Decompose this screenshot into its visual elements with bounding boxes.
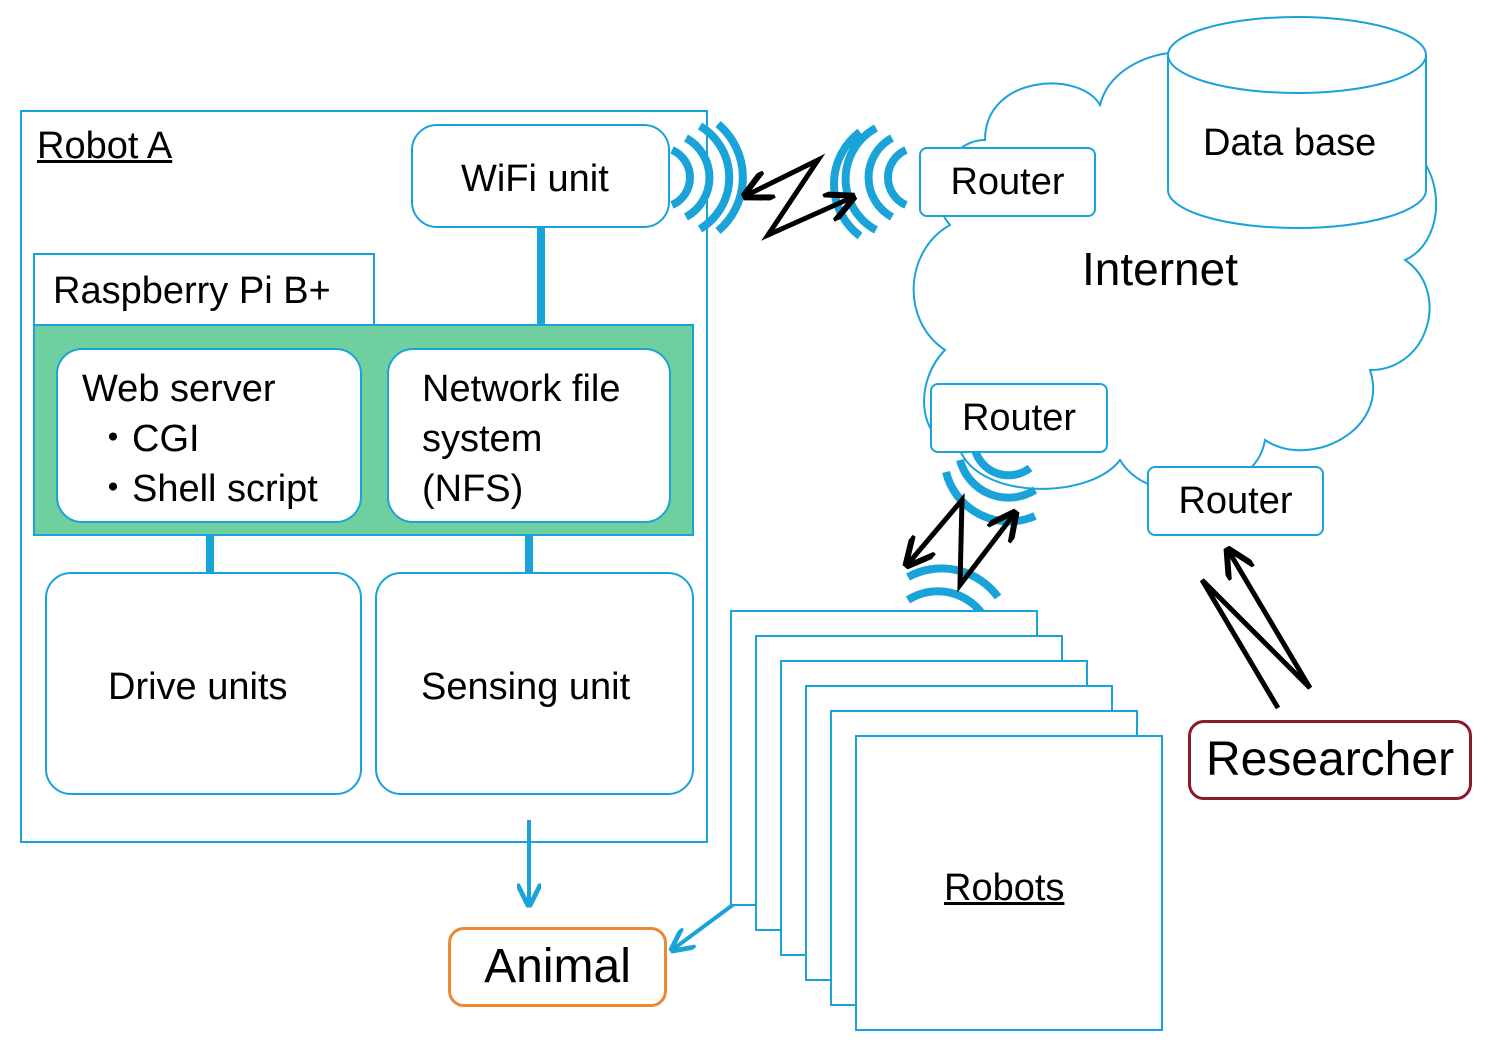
router-middle-label: Router xyxy=(961,397,1077,439)
zigzag-router-robots xyxy=(907,492,1015,593)
web-server-box: Web server ・CGI ・Shell script xyxy=(56,348,362,523)
zigzag-researcher-router xyxy=(1199,550,1313,710)
sensing-unit-box: Sensing unit xyxy=(375,572,694,795)
nfs-line-3: (NFS) xyxy=(422,468,524,510)
database-label: Data base xyxy=(1203,122,1377,164)
wifi-unit-label: WiFi unit xyxy=(461,158,609,200)
nfs-line-1: Network file xyxy=(422,368,621,410)
database-icon xyxy=(1167,16,1427,229)
router-bottom-label: Router xyxy=(1178,480,1293,522)
zigzag-robot-a-router xyxy=(745,153,853,241)
router-middle: Router xyxy=(930,383,1108,453)
robot-a-title: Robot A xyxy=(37,125,173,167)
drive-units-label: Drive units xyxy=(108,666,288,708)
router-top: Router xyxy=(919,147,1096,217)
web-server-title: Web server xyxy=(82,368,276,410)
router-top-label: Router xyxy=(950,161,1065,203)
sensing-unit-label: Sensing unit xyxy=(421,666,631,708)
robot-card-6: Robots xyxy=(855,735,1163,1031)
wifi-signal-router-top-icon xyxy=(830,124,908,240)
router-bottom: Router xyxy=(1147,466,1324,536)
raspberry-pi-label: Raspberry Pi B+ xyxy=(53,270,331,312)
raspberry-pi-tab: Raspberry Pi B+ xyxy=(33,253,375,327)
nfs-line-2: system xyxy=(422,418,543,460)
animal-box: Animal xyxy=(448,927,667,1007)
researcher-label: Researcher xyxy=(1205,733,1455,786)
nfs-box: Network file system (NFS) xyxy=(387,348,671,523)
researcher-box: Researcher xyxy=(1188,720,1472,800)
web-server-item-cgi: ・CGI xyxy=(94,418,200,460)
web-server-item-shell: ・Shell script xyxy=(94,468,318,510)
internet-label: Internet xyxy=(1082,243,1238,295)
drive-units-box: Drive units xyxy=(45,572,362,795)
wifi-unit-box: WiFi unit xyxy=(411,124,670,228)
robot-a-frame xyxy=(20,110,708,843)
robots-label: Robots xyxy=(944,867,1065,909)
animal-label: Animal xyxy=(484,940,631,993)
